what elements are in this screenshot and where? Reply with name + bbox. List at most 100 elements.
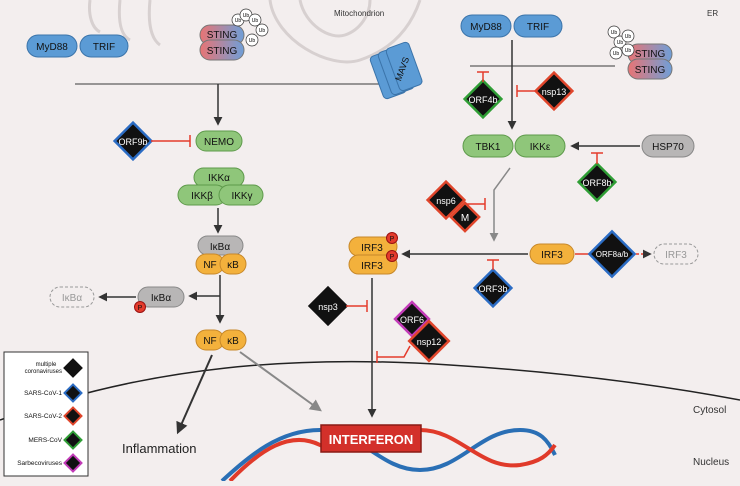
nsp3-inhibition: [346, 300, 368, 312]
orf8b-diamond: ORF8b: [576, 161, 618, 203]
svg-text:IKKε: IKKε: [530, 142, 551, 153]
svg-text:multiple coronaviruses: multiple coronaviruses: [25, 362, 62, 375]
right-ub-chain: Ub Ub Ub Ub Ub: [607, 25, 635, 60]
tbk1: TBK1: [462, 134, 514, 158]
svg-text:P: P: [390, 254, 395, 261]
right-trif: TRIF: [513, 14, 563, 38]
svg-text:ORF3b: ORF3b: [478, 284, 507, 294]
svg-text:MyD88: MyD88: [470, 22, 502, 33]
nsp6-inhibition: [466, 198, 486, 210]
nucleus-label: Nucleus: [693, 457, 729, 468]
svg-text:ORF8b: ORF8b: [582, 178, 611, 188]
svg-text:ORF9b: ORF9b: [118, 137, 147, 147]
ikke: IKKε: [514, 134, 566, 158]
svg-text:IRF3: IRF3: [361, 243, 383, 254]
svg-text:STING: STING: [635, 65, 666, 76]
mitochondrion-label: Mitochondrion: [334, 9, 384, 18]
orf8ab-diamond: ORF8a/b: [587, 229, 637, 279]
irf3-dimer: IRF3 IRF3 P P: [348, 232, 398, 275]
svg-text:nsp13: nsp13: [542, 87, 567, 97]
orf8b-inhibition: [591, 152, 603, 164]
svg-text:M: M: [461, 213, 469, 224]
svg-text:MyD88: MyD88: [36, 42, 68, 53]
orf9b-inhibition: [151, 135, 191, 147]
svg-text:TRIF: TRIF: [527, 22, 549, 33]
svg-text:IKKβ: IKKβ: [191, 191, 213, 202]
svg-text:SARS-CoV-2: SARS-CoV-2: [24, 413, 62, 420]
svg-text:IκBα: IκBα: [62, 293, 82, 304]
svg-text:HSP70: HSP70: [652, 142, 684, 153]
svg-text:Ub: Ub: [613, 51, 620, 57]
ikk-complex: IKKα IKKβ IKKγ: [177, 167, 264, 206]
degraded-ikba: IκBα: [49, 286, 95, 308]
legend-item-sars-cov-1: SARS-CoV-1: [24, 383, 83, 403]
svg-text:IKKγ: IKKγ: [231, 191, 252, 202]
left-myd88: MyD88: [26, 34, 78, 58]
nuclear-envelope: [0, 360, 740, 421]
svg-text:TRIF: TRIF: [93, 42, 115, 53]
left-ub-chain: Ub Ub Ub Ub Ub: [231, 8, 269, 47]
nsp13-inhibition: [516, 85, 536, 97]
svg-text:Sarbecoviruses: Sarbecoviruses: [17, 460, 63, 467]
svg-text:Ub: Ub: [243, 13, 250, 19]
svg-text:NEMO: NEMO: [204, 137, 234, 148]
svg-text:STING: STING: [207, 46, 238, 57]
legend-item-sars-cov-2: SARS-CoV-2: [24, 406, 83, 426]
svg-text:TBK1: TBK1: [475, 142, 500, 153]
svg-text:NF: NF: [203, 260, 216, 271]
nemo: NEMO: [195, 130, 243, 152]
svg-text:ORF6: ORF6: [400, 315, 424, 325]
hsp70: HSP70: [641, 134, 695, 158]
svg-text:ORF4b: ORF4b: [468, 95, 497, 105]
orf9b-diamond: ORF9b: [112, 120, 154, 162]
m-diamond: M: [449, 201, 481, 233]
svg-text:P: P: [390, 236, 395, 243]
orf6-nsp12-inhibition: [376, 345, 411, 363]
svg-text:Ub: Ub: [252, 18, 259, 24]
ikba-nfkb-complex: IκBα NF κB: [195, 235, 247, 275]
orf6-diamond: ORF6: [393, 300, 431, 338]
free-nfkb: NF κB: [195, 329, 247, 351]
nsp12-diamond: nsp12: [407, 319, 451, 363]
svg-text:Ub: Ub: [249, 38, 256, 44]
arrow-to-inflammation: [176, 354, 213, 435]
svg-text:MERS-CoV: MERS-CoV: [28, 437, 62, 444]
nsp6-diamond: nsp6: [425, 179, 467, 221]
svg-text:κB: κB: [227, 260, 239, 271]
svg-text:Ub: Ub: [617, 40, 624, 46]
svg-text:IκBα: IκBα: [151, 293, 171, 304]
orf3b-diamond: ORF3b: [472, 267, 514, 309]
svg-text:IKKα: IKKα: [208, 173, 230, 184]
mitochondrion-shape: [268, 0, 422, 64]
left-sting-dimer: STING STING: [199, 24, 245, 61]
interferon-label: INTERFERON: [329, 432, 414, 447]
orf4b-diamond: ORF4b: [462, 78, 504, 120]
er-shape: [88, 0, 161, 47]
svg-text:IRF3: IRF3: [361, 261, 383, 272]
svg-text:IRF3: IRF3: [541, 250, 563, 261]
free-irf3: IRF3: [529, 243, 575, 265]
legend: multiple coronaviruses SARS-CoV-1 SARS-C…: [3, 351, 89, 477]
svg-text:nsp12: nsp12: [417, 337, 442, 347]
arrow-to-interferon-from-nfkb: [239, 351, 322, 412]
svg-text:IκBα: IκBα: [210, 242, 230, 253]
orf4b-inhibition: [477, 71, 489, 82]
degraded-irf3: IRF3: [653, 243, 699, 265]
legend-item-multiple: multiple coronaviruses: [25, 358, 83, 378]
free-ikba: IκBα P: [134, 286, 185, 313]
right-sting-dimer: STING STING: [627, 43, 673, 80]
svg-text:nsp3: nsp3: [318, 302, 338, 312]
svg-text:Ub: Ub: [625, 48, 632, 54]
svg-text:NF: NF: [203, 336, 216, 347]
svg-text:κB: κB: [227, 336, 239, 347]
nsp3-diamond: nsp3: [307, 285, 349, 327]
legend-item-mers-cov: MERS-CoV: [28, 430, 83, 450]
legend-item-sarbecoviruses: Sarbecoviruses: [17, 453, 83, 473]
svg-text:IRF3: IRF3: [665, 250, 687, 261]
svg-text:nsp6: nsp6: [436, 196, 456, 206]
svg-text:STING: STING: [635, 49, 666, 60]
mavs: MAVS: [369, 41, 423, 100]
svg-text:Ub: Ub: [235, 18, 242, 24]
